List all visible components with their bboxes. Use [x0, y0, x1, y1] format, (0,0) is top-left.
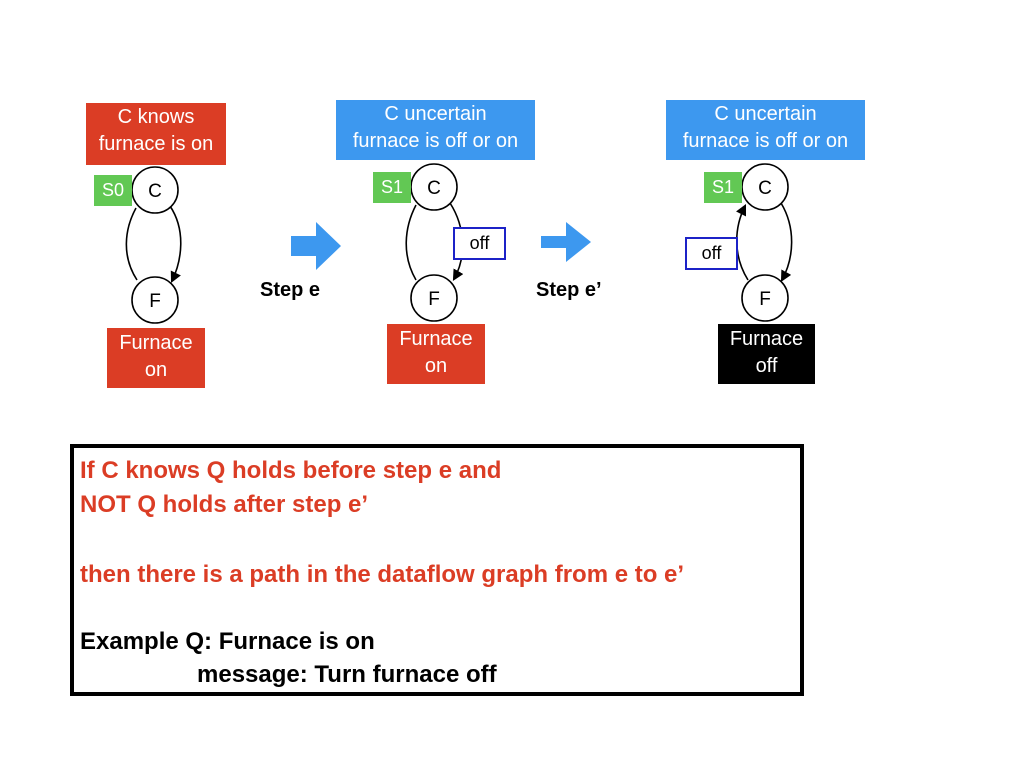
- furnace-state-line: Furnace: [119, 332, 193, 354]
- node-f-label: F: [149, 291, 161, 312]
- step-label: Step e’: [536, 279, 602, 301]
- node-f: [410, 274, 458, 322]
- edge-c-to-f: [169, 205, 182, 284]
- step-arrow-icon: [541, 222, 591, 262]
- message-box: off: [453, 227, 506, 260]
- furnace-state-line: off: [755, 355, 778, 377]
- node-c: [131, 166, 179, 214]
- state-tag: S0: [94, 175, 132, 206]
- furnace-state-line: on: [424, 355, 448, 377]
- step-label: Step e: [260, 279, 321, 301]
- rule-box: If C knows Q holds before step e and NOT…: [70, 444, 804, 696]
- panel-header-line: C knows: [117, 106, 195, 128]
- edge-f-to-c: [735, 203, 749, 281]
- rule-condition-line: If C knows Q holds before step e and: [80, 457, 502, 484]
- furnace-state-line: Furnace: [399, 328, 473, 350]
- edge-c-to-f: [780, 202, 793, 282]
- panel-header-line: furnace is on: [98, 133, 214, 155]
- node-f: [131, 276, 179, 324]
- furnace-state-line: Furnace: [729, 328, 804, 350]
- furnace-state-box: Furnace off: [718, 324, 815, 384]
- panel-header-line: furnace is off or on: [682, 130, 849, 152]
- furnace-state-box: Furnace on: [387, 324, 485, 384]
- furnace-state-line: on: [144, 359, 168, 381]
- node-c: [741, 163, 789, 211]
- node-c-label: C: [427, 178, 441, 199]
- node-c: [410, 163, 458, 211]
- panel-header: C uncertain furnace is off or on: [336, 100, 535, 160]
- node-f-label: F: [428, 289, 440, 310]
- furnace-state-box: Furnace on: [107, 328, 205, 388]
- node-c-label: C: [758, 178, 772, 199]
- edge-f-to-c: [125, 207, 138, 281]
- message-box: off: [685, 237, 738, 270]
- node-f-label: F: [759, 289, 771, 310]
- panel-header: C uncertain furnace is off or on: [666, 100, 865, 160]
- rule-conclusion-line: then there is a path in the dataflow gra…: [80, 561, 685, 588]
- example-line: Example Q: Furnace is on: [80, 628, 375, 655]
- edge-f-to-c: [405, 204, 417, 281]
- step-arrow-icon: [291, 222, 341, 270]
- panel-header-line: furnace is off or on: [352, 130, 519, 152]
- state-tag: S1: [704, 172, 742, 203]
- rule-condition-line: NOT Q holds after step e’: [80, 491, 369, 518]
- state-diagram: C F C F C F: [125, 163, 793, 324]
- panel-header-line: C uncertain: [384, 103, 487, 125]
- node-c-label: C: [148, 181, 162, 202]
- panel-header: C knows furnace is on: [86, 103, 226, 165]
- panel-header-line: C uncertain: [714, 103, 817, 125]
- node-f: [741, 274, 789, 322]
- state-tag: S1: [373, 172, 411, 203]
- example-message-line: message: Turn furnace off: [197, 661, 497, 688]
